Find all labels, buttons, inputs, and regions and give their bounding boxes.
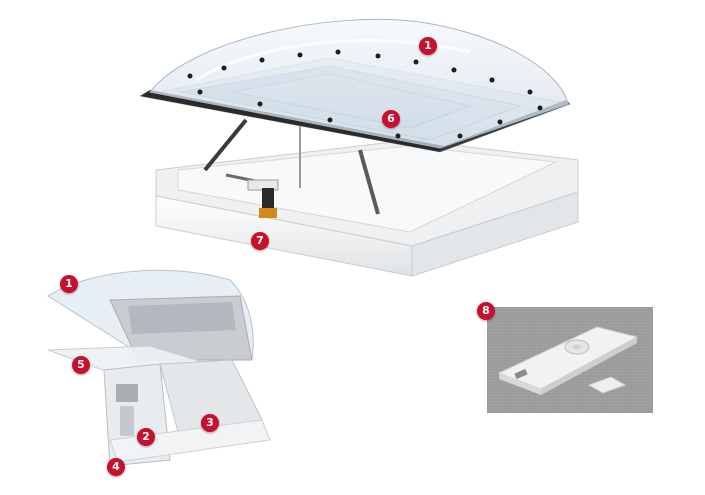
marker-1-dome: 1: [419, 37, 437, 55]
remote-control-illustration: [497, 326, 639, 395]
marker-8-remote: 8: [477, 302, 495, 320]
profile-cross-section: [47, 269, 271, 467]
marker-4-section: 4: [107, 458, 125, 476]
marker-6-sash: 6: [382, 110, 400, 128]
marker-2-section: 2: [137, 428, 155, 446]
curb-frame: [155, 139, 579, 277]
marker-1-section: 1: [60, 275, 78, 293]
motor-unit: [247, 179, 279, 218]
remote-control-panel: [487, 307, 653, 413]
screws: [187, 49, 543, 139]
marker-3-section: 3: [201, 414, 219, 432]
marker-5-section: 5: [72, 356, 90, 374]
marker-7-motor: 7: [251, 232, 269, 250]
dome: [149, 18, 569, 149]
